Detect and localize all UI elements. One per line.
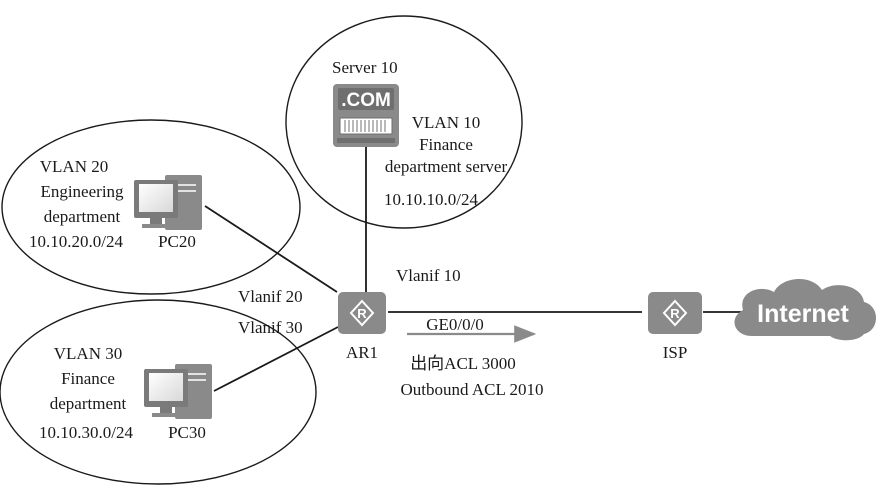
pc-icon — [144, 364, 212, 419]
link-pc30-ar1 — [213, 326, 339, 392]
server-logo-text: .COM — [341, 90, 391, 111]
server-line1: Finance — [419, 135, 473, 154]
server-zone-ellipse — [285, 15, 523, 229]
svg-text:R: R — [670, 306, 680, 321]
server-title: Server 10 — [332, 58, 398, 77]
link-pc20-ar1 — [204, 205, 338, 293]
finance-zone-ellipse — [0, 299, 317, 485]
vlanif10-label: Vlanif 10 — [396, 266, 461, 285]
server-subnet: 10.10.10.0/24 — [384, 190, 478, 209]
vlanif30-label: Vlanif 30 — [238, 318, 303, 337]
server-vlan: VLAN 10 — [412, 113, 480, 132]
finance-subnet: 10.10.30.0/24 — [39, 423, 133, 442]
ar1-label: AR1 — [346, 343, 378, 362]
engineering-vlan: VLAN 20 — [40, 157, 108, 176]
pc30-label: PC30 — [168, 423, 206, 442]
pc-icon — [134, 175, 202, 230]
finance-line2: department — [50, 394, 127, 413]
engineering-subnet: 10.10.20.0/24 — [29, 232, 123, 251]
finance-line1: Finance — [61, 369, 115, 388]
cloud-icon: Internet — [734, 278, 876, 341]
svg-text:R: R — [357, 306, 367, 321]
isp-label: ISP — [663, 343, 688, 362]
engineering-line1: Engineering — [40, 182, 124, 201]
outbound-acl-en: Outbound ACL 2010 — [401, 380, 544, 399]
vlanif20-label: Vlanif 20 — [238, 287, 303, 306]
engineering-zone-ellipse — [1, 119, 301, 295]
uplink-port-label: GE0/0/0 — [426, 315, 484, 334]
finance-vlan: VLAN 30 — [54, 344, 122, 363]
internet-label: Internet — [757, 300, 849, 328]
router-icon: R — [338, 292, 386, 334]
server-line2: department server — [385, 157, 508, 176]
router-icon: R — [648, 292, 702, 334]
outbound-acl-cn: 出向ACL 3000 — [410, 354, 516, 373]
engineering-line2: department — [44, 207, 121, 226]
pc20-label: PC20 — [158, 232, 196, 251]
server-icon: .COM — [333, 84, 399, 147]
